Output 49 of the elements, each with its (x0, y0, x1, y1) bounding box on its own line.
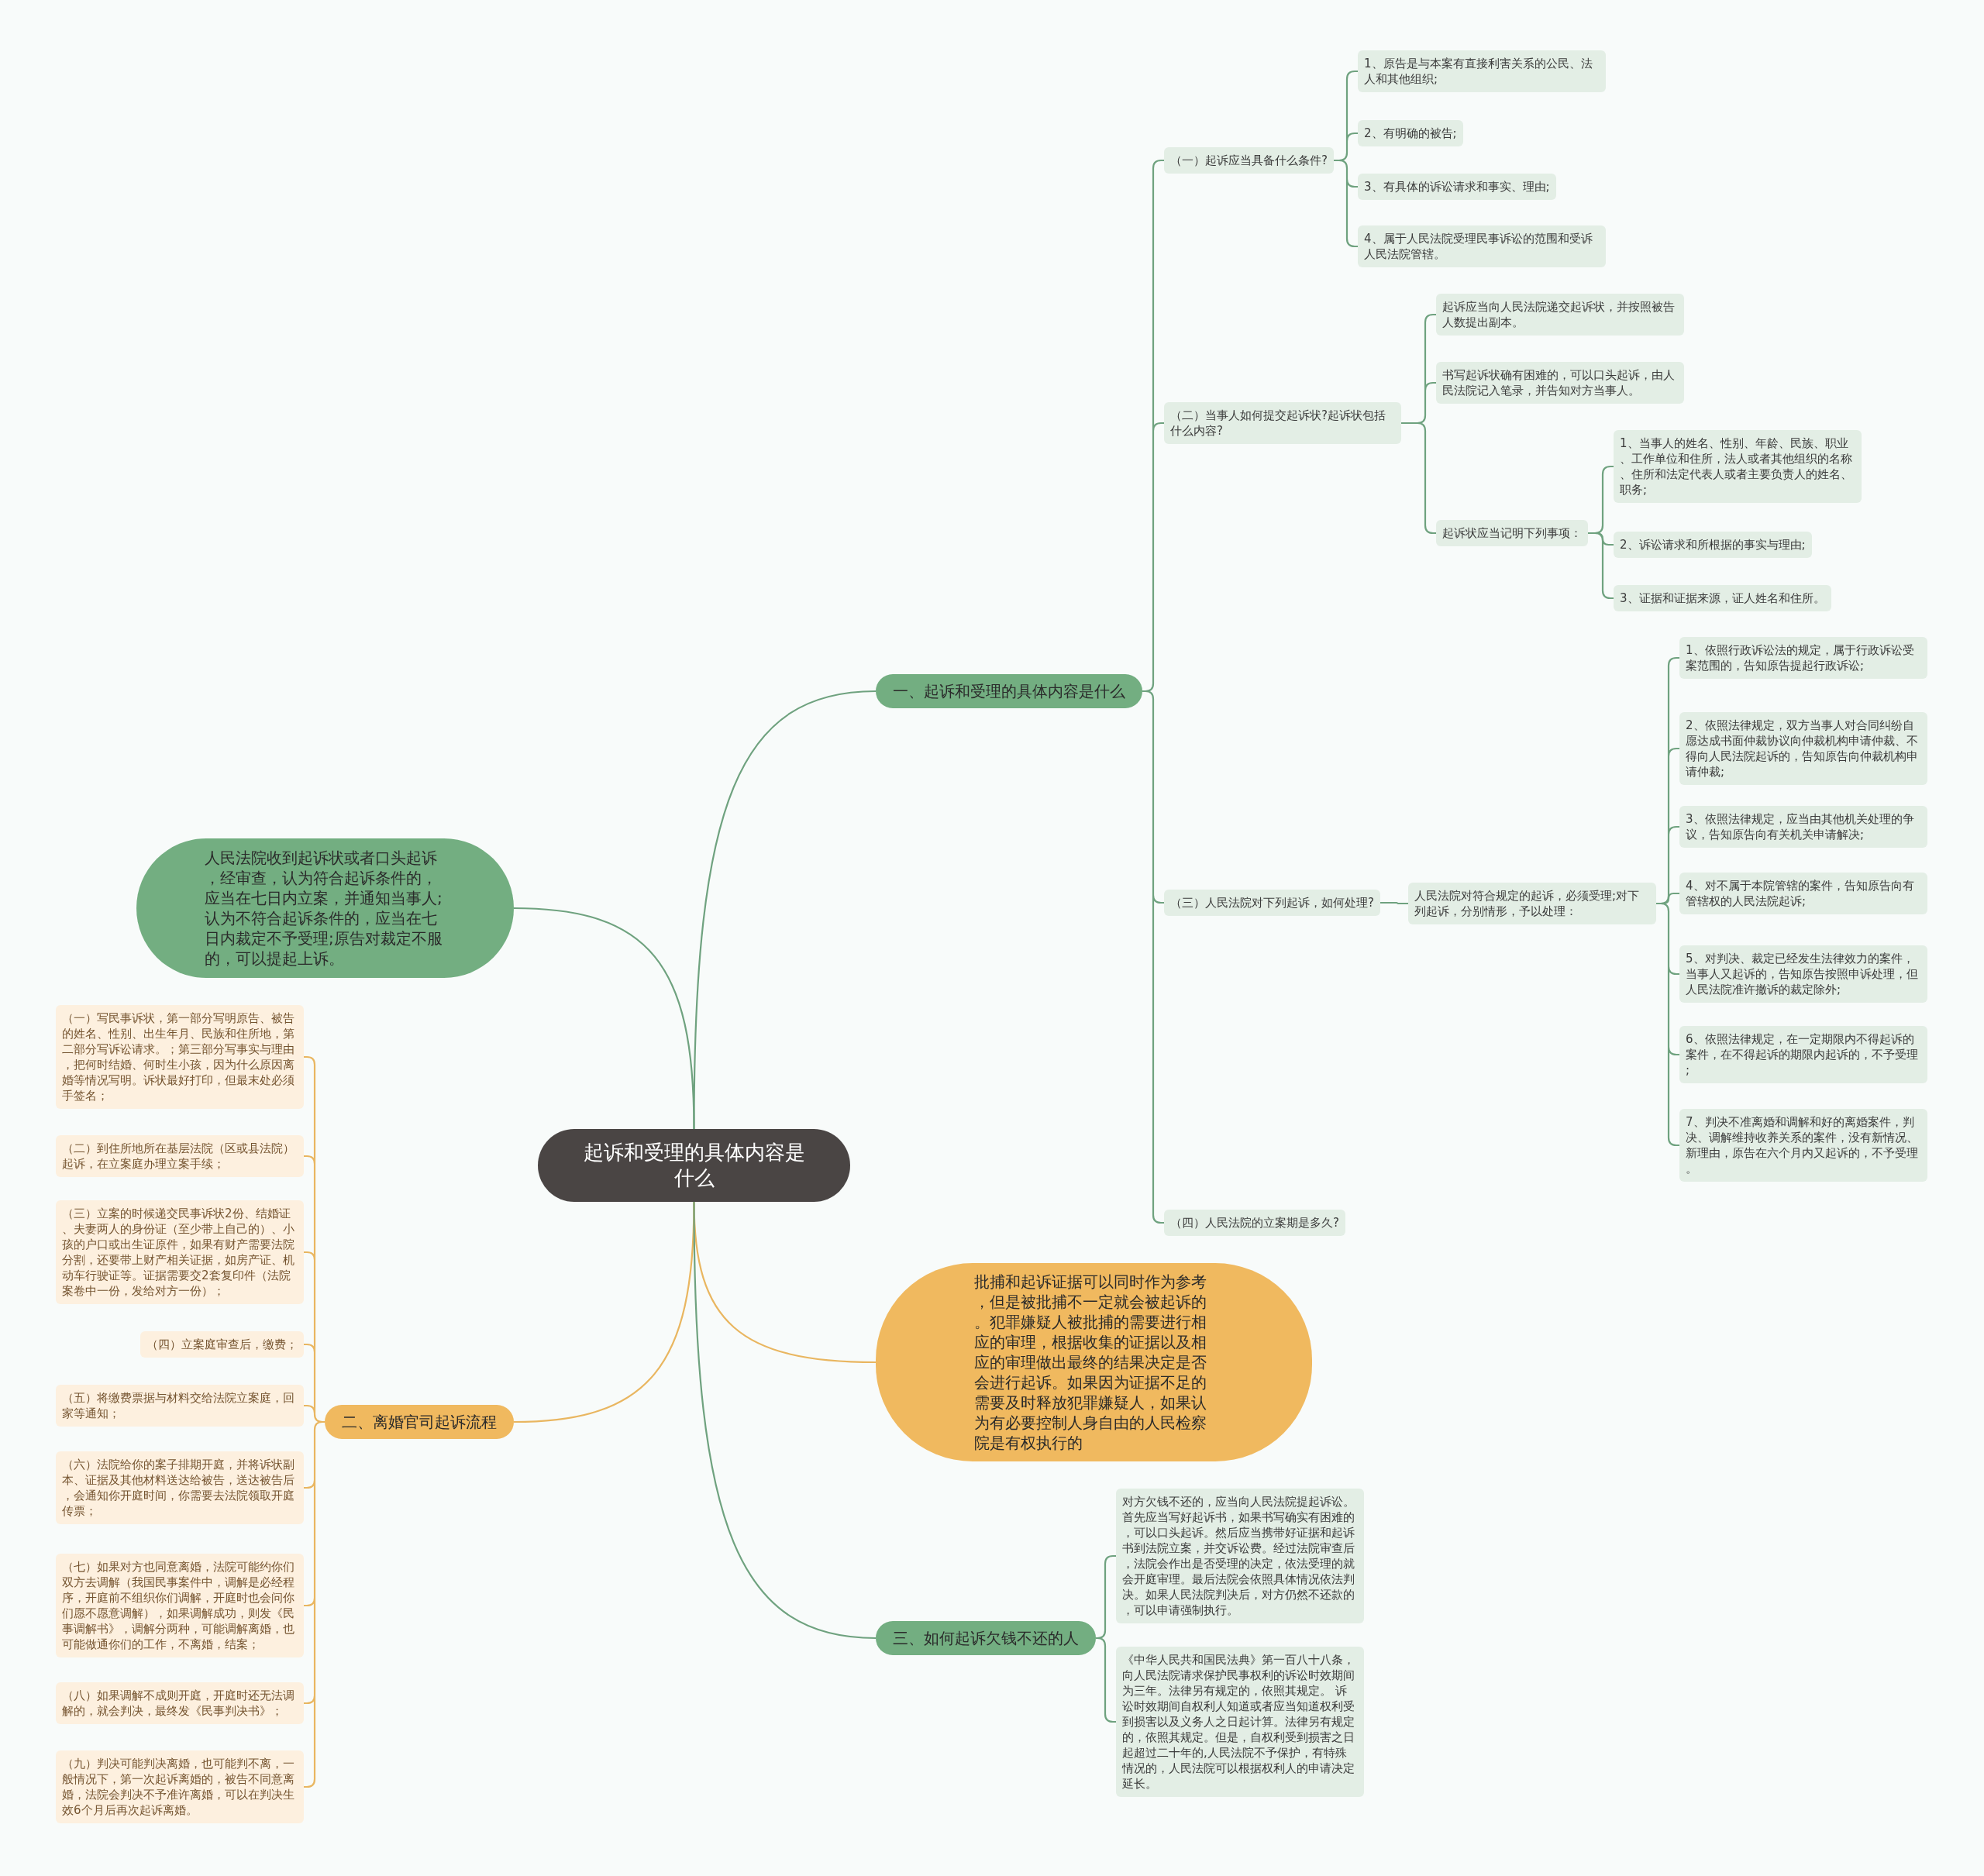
subtopic-box: （九）判决可能判决离婚，也可能判不离，一般情况下，第一次起诉离婚的，被告不同意离婚，法院会判决不予准许离婚，可以在判决生效6个月后再次起诉离婚。 (56, 1750, 304, 1823)
subtopic-box: 书写起诉状确有困难的，可以口头起诉，由人民法院记入笔录，并告知对方当事人。 (1436, 362, 1684, 404)
connector-line (1094, 1554, 1118, 1723)
subtopic-box: 对方欠钱不还的，应当向人民法院提起诉讼。首先应当写好起诉书，如果书写确实有困难的，可以口头起诉。然后应当携带好证据和起诉书到法院立案，并交诉讼费。经过法院审查后，法院会作出是否受理的决定，依法受理的就会开庭审理。最后法院会依照具体情况依法判决。如果人民法院判决后，对方仍然不还款的，可以申请强制执行。 (1116, 1489, 1364, 1623)
subtopic-box: 4、属于人民法院受理民事诉讼的范围和受诉人民法院管辖。 (1358, 225, 1606, 267)
subtopic-box: 1、依照行政诉讼法的规定，属于行政诉讼受案范围的，告知原告提起行政诉讼; (1679, 637, 1927, 679)
note-bubble: 人民法院收到起诉状或者口头起诉，经审查，认为符合起诉条件的，应当在七日内立案，并通知当事人;认为不符合起诉条件的，应当在七日内裁定不予受理;原告对裁定不服的，可以提起上诉。 (136, 838, 514, 978)
subtopic-box: （五）将缴费票据与材料交给法院立案庭，回家等通知； (56, 1385, 304, 1427)
branch-topic: 一、起诉和受理的具体内容是什么 (876, 674, 1142, 708)
subtopic-box: （三）人民法院对下列起诉，如何处理? (1164, 890, 1380, 916)
subtopic-box: （三）立案的时候递交民事诉状2份、结婚证、夫妻两人的身份证（至少带上自己的）、小孩的户口或出生证原件，如果有财产需要法院分割，还要带上财产相关证据，如房产证、机动车行驶证等。证据需要交2套复印件（法院案卷中一份，发给对方一份）； (56, 1200, 304, 1304)
subtopic-box: 2、有明确的被告; (1358, 120, 1463, 146)
branch-topic: 二、离婚官司起诉流程 (325, 1405, 514, 1439)
subtopic-box: 1、原告是与本案有直接利害关系的公民、法人和其他组织; (1358, 50, 1606, 92)
connector-line (1586, 465, 1615, 600)
subtopic-box: 2、依照法律规定，双方当事人对合同纠纷自愿达成书面仲裁协议向仲裁机构申请仲裁、不得向人民法院起诉的，告知原告向仲裁机构申请仲裁; (1679, 712, 1927, 785)
connector-line (302, 1055, 326, 1788)
connector-line (1380, 901, 1408, 905)
subtopic-box: 《中华人民共和国民法典》第一百八十八条，向人民法院请求保护民事权利的诉讼时效期间为三年。法律另有规定的，依照其规定。 诉讼时效期间自权利人知道或者应当知道权利受到损害以及义务人之日起计算。法律另有规定的，依照其规定。但是，自权利受到损害之日起超过二十年的,人民法院不予保护，有特殊情况的，人民法院可以根据权利人的申请决定延长。 (1116, 1647, 1364, 1797)
connector-line (1400, 313, 1438, 535)
subtopic-box: 起诉应当向人民法院递交起诉状，并按照被告人数提出副本。 (1436, 294, 1684, 336)
note-bubble: 批捕和起诉证据可以同时作为参考，但是被批捕不一定就会被起诉的。犯罪嫌疑人被批捕的需要进行相应的审理，根据收集的证据以及相应的审理做出最终的结果决定是否会进行起诉。如果因为证据不足的需要及时释放犯罪嫌疑人，如果认为有必要控制人身自由的人民检察院是有权执行的 (876, 1263, 1312, 1461)
central-topic: 起诉和受理的具体内容是什么 (538, 1129, 850, 1202)
subtopic-box: （四）立案庭审查后，缴费； (140, 1331, 304, 1358)
subtopic-box: 2、诉讼请求和所根据的事实与理由; (1614, 532, 1812, 558)
subtopic-box: （一）写民事诉状，第一部分写明原告、被告的姓名、性别、出生年月、民族和住所地，第二部分写诉讼请求。；第三部分写事实与理由，把何时结婚、何时生小孩，因为什么原因离婚等情况写明。诉状最好打印，但最末处必须手签名； (56, 1005, 304, 1109)
subtopic-box: 4、对不属于本院管辖的案件，告知原告向有管辖权的人民法院起诉; (1679, 873, 1927, 914)
subtopic-box: （一）起诉应当具备什么条件? (1164, 147, 1334, 174)
subtopic-box: （二）到住所地所在基层法院（区或县法院）起诉，在立案庭办理立案手续； (56, 1135, 304, 1177)
subtopic-box: （七）如果对方也同意离婚，法院可能约你们双方去调解（我国民事案件中，调解是必经程序，开庭前不组织你们调解，开庭时也会问你们愿不愿意调解），如果调解成功，则发《民事调解书》，调解分两种，可能调解离婚，也可能做通你们的工作，不离婚，结案； (56, 1554, 304, 1657)
connector-line (1141, 159, 1166, 1224)
subtopic-box: 6、依照法律规定，在一定期限内不得起诉的案件，在不得起诉的期限内起诉的，不予受理; (1679, 1026, 1927, 1083)
subtopic-box: （六）法院给你的案子排期开庭，并将诉状副本、证据及其他材料送达给被告，送达被告后，会通知你开庭时间，你需要去法院领取开庭传票； (56, 1451, 304, 1524)
subtopic-box: （四）人民法院的立案期是多久? (1164, 1210, 1345, 1236)
subtopic-box: 3、依照法律规定，应当由其他机关处理的争议，告知原告向有关机关申请解决; (1679, 806, 1927, 848)
subtopic-box: 人民法院对符合规定的起诉，必须受理;对下列起诉，分别情形，予以处理： (1408, 883, 1656, 924)
subtopic-box: 7、判决不准离婚和调解和好的离婚案件，判决、调解维持收养关系的案件，没有新情况、新理由，原告在六个月内又起诉的，不予受理。 (1679, 1109, 1927, 1182)
connector-line (513, 907, 695, 1130)
connector-line (1655, 656, 1681, 1147)
subtopic-box: 1、当事人的姓名、性别、年龄、民族、职业、工作单位和住所，法人或者其他组织的名称、住所和法定代表人或者主要负责人的姓名、职务; (1614, 430, 1862, 503)
subtopic-box: 起诉状应当记明下列事项： (1436, 520, 1588, 546)
connector-line (693, 1202, 877, 1640)
branch-topic: 三、如何起诉欠钱不还的人 (876, 1621, 1096, 1655)
subtopic-box: 3、证据和证据来源，证人姓名和住所。 (1614, 585, 1831, 611)
subtopic-box: （八）如果调解不成则开庭，开庭时还无法调解的，就会判决，最终发《民事判决书》； (56, 1682, 304, 1724)
subtopic-box: （二）当事人如何提交起诉状?起诉状包括什么内容? (1164, 402, 1401, 444)
subtopic-box: 5、对判决、裁定已经发生法律效力的案件，当事人又起诉的，告知原告按照申诉处理，但人民法院准许撤诉的裁定除外; (1679, 945, 1927, 1003)
connector-line (1332, 70, 1359, 248)
subtopic-box: 3、有具体的诉讼请求和事实、理由; (1358, 174, 1556, 200)
